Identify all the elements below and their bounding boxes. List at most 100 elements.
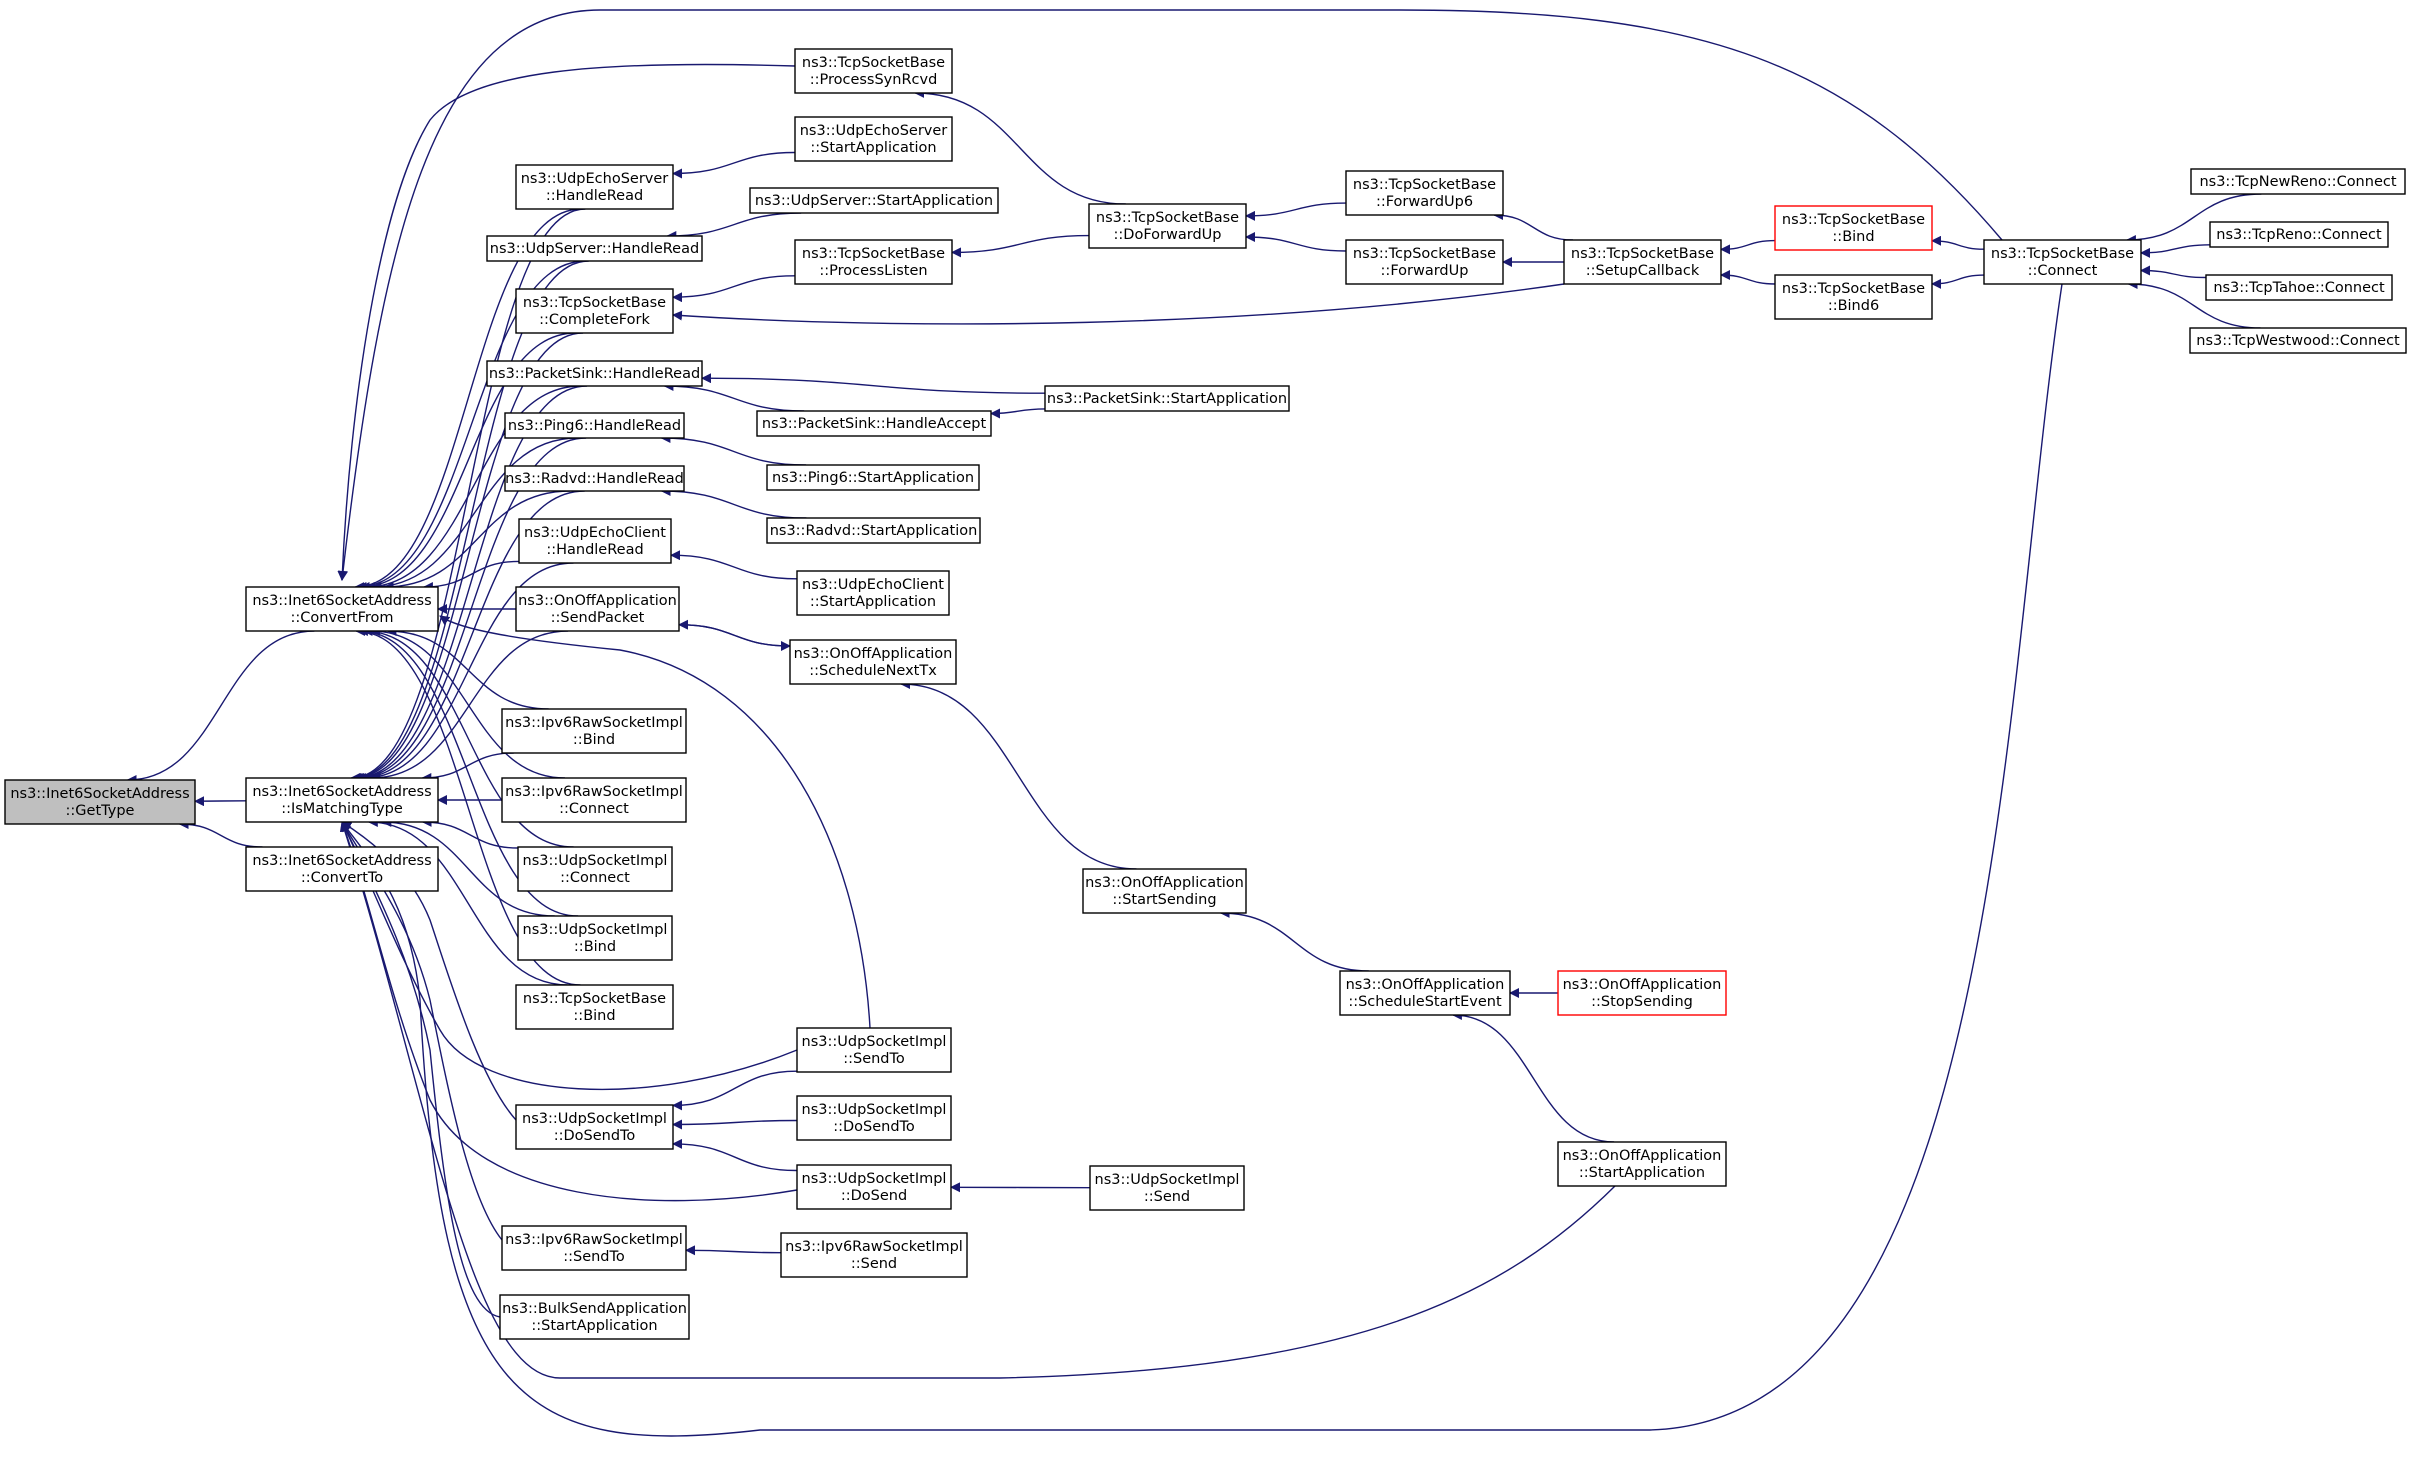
function-node-label: ns3::TcpSocketBase xyxy=(1782,212,1925,228)
function-node-label: ns3::UdpServer::StartApplication xyxy=(755,193,993,209)
function-node-label: ::ForwardUp xyxy=(1381,263,1469,279)
function-node-box xyxy=(1345,170,1504,216)
function-node-box xyxy=(794,116,953,162)
function-node-box xyxy=(749,187,999,214)
function-node-label: ::GetType xyxy=(66,803,135,819)
call-edge-path xyxy=(370,626,566,779)
function-node[interactable]: ns3::TcpSocketBase::SetupCallback xyxy=(1563,239,1722,285)
function-node[interactable]: ns3::TcpSocketBase::Bind xyxy=(515,984,674,1030)
function-node[interactable]: ns3::UdpServer::StartApplication xyxy=(749,187,999,214)
function-node-label: ::ProcessListen xyxy=(819,263,927,279)
function-node[interactable]: ns3::BulkSendApplication::StartApplicati… xyxy=(499,1294,690,1340)
function-node[interactable]: ns3::OnOffApplication::StartApplication xyxy=(1557,1141,1727,1187)
function-node[interactable]: ns3::Ipv6RawSocketImpl::SendTo xyxy=(501,1225,687,1271)
function-node-label: ::SendTo xyxy=(843,1051,905,1067)
function-node[interactable]: ns3::TcpSocketBase::ProcessSynRcvd xyxy=(794,48,953,94)
function-node[interactable]: ns3::TcpNewReno::Connect xyxy=(2190,168,2406,195)
function-node-box xyxy=(796,1095,952,1141)
function-node[interactable]: ns3::TcpSocketBase::ProcessListen xyxy=(794,239,953,285)
function-node[interactable]: ns3::OnOffApplication::SendPacket xyxy=(515,586,680,632)
function-node[interactable]: ns3::Inet6SocketAddress::IsMatchingType xyxy=(245,777,439,823)
function-node[interactable]: ns3::TcpSocketBase::CompleteFork xyxy=(515,288,674,334)
function-node-label: ns3::BulkSendApplication xyxy=(502,1301,687,1317)
function-node-label: ns3::UdpSocketImpl xyxy=(1095,1172,1240,1188)
function-node[interactable]: ns3::TcpTahoe::Connect xyxy=(2205,274,2393,301)
function-node[interactable]: ns3::PacketSink::StartApplication xyxy=(1044,385,1290,412)
function-node[interactable]: ns3::UdpEchoServer::HandleRead xyxy=(515,164,674,210)
call-edge xyxy=(355,437,587,783)
function-node[interactable]: ns3::TcpSocketBase::ForwardUp6 xyxy=(1345,170,1504,216)
function-node-box xyxy=(4,779,196,825)
function-node[interactable]: ns3::Inet6SocketAddress::GetType xyxy=(4,779,196,825)
function-node[interactable]: ns3::OnOffApplication::StartSending xyxy=(1082,868,1247,914)
function-node-box xyxy=(796,570,950,616)
function-node[interactable]: ns3::TcpReno::Connect xyxy=(2209,221,2389,248)
call-edge xyxy=(1219,908,1369,972)
function-node-box xyxy=(756,410,992,437)
call-edge xyxy=(1931,235,1985,250)
function-node[interactable]: ns3::UdpSocketImpl::DoSendTo xyxy=(796,1095,952,1141)
function-node[interactable]: ns3::TcpSocketBase::DoForwardUp xyxy=(1088,203,1247,249)
function-node-label: ns3::TcpSocketBase xyxy=(1991,246,2134,262)
call-edge xyxy=(439,615,871,1029)
call-edge-path xyxy=(367,817,568,986)
node-layer: ns3::Inet6SocketAddress::GetTypens3::Ine… xyxy=(4,48,2407,1340)
call-edge xyxy=(362,562,574,783)
function-node[interactable]: ns3::OnOffApplication::StopSending xyxy=(1557,970,1727,1016)
function-node[interactable]: ns3::Ping6::StartApplication xyxy=(766,464,980,491)
call-edge xyxy=(672,1138,798,1172)
function-node-label: ns3::Radvd::StartApplication xyxy=(770,523,978,539)
function-node[interactable]: ns3::PacketSink::HandleAccept xyxy=(756,410,992,437)
call-edge-path xyxy=(660,486,807,519)
function-node[interactable]: ns3::OnOffApplication::ScheduleStartEven… xyxy=(1339,970,1511,1016)
function-node-box xyxy=(1345,239,1504,285)
call-edge-path xyxy=(1245,202,1347,221)
function-node[interactable]: ns3::Radvd::HandleRead xyxy=(504,465,685,492)
function-node[interactable]: ns3::Ipv6RawSocketImpl::Connect xyxy=(501,777,687,823)
function-node[interactable]: ns3::UdpSocketImpl::DoSendTo xyxy=(515,1104,674,1150)
call-edge-path xyxy=(672,151,796,179)
function-node[interactable]: ns3::UdpServer::HandleRead xyxy=(486,235,703,262)
function-node-label: ::IsMatchingType xyxy=(281,801,403,817)
function-node[interactable]: ns3::UdpSocketImpl::Bind xyxy=(517,915,673,961)
function-node[interactable]: ns3::PacketSink::HandleRead xyxy=(486,360,703,387)
call-edge xyxy=(370,626,566,779)
function-node[interactable]: ns3::UdpSocketImpl::SendTo xyxy=(796,1027,952,1073)
function-node[interactable]: ns3::OnOffApplication::ScheduleNextTx xyxy=(789,639,957,685)
function-node[interactable]: ns3::TcpSocketBase::Bind xyxy=(1774,205,1933,251)
call-edge-path xyxy=(352,332,584,783)
function-node[interactable]: ns3::Ping6::HandleRead xyxy=(504,412,685,439)
function-node-label: ::ConvertFrom xyxy=(290,610,393,626)
function-node[interactable]: ns3::Inet6SocketAddress::ConvertTo xyxy=(245,846,439,892)
function-node[interactable]: ns3::UdpEchoClient::StartApplication xyxy=(796,570,950,616)
function-node[interactable]: ns3::UdpSocketImpl::Send xyxy=(1089,1165,1245,1211)
function-node[interactable]: ns3::TcpSocketBase::Connect xyxy=(1983,239,2142,285)
call-edge xyxy=(1931,274,1985,289)
call-edge xyxy=(355,626,581,986)
function-node[interactable]: ns3::Ipv6RawSocketImpl::Send xyxy=(780,1232,968,1278)
function-node[interactable]: ns3::TcpWestwood::Connect xyxy=(2189,327,2407,354)
function-node[interactable]: ns3::UdpSocketImpl::Connect xyxy=(517,846,673,892)
function-node[interactable]: ns3::Radvd::StartApplication xyxy=(766,517,981,544)
function-node[interactable]: ns3::TcpSocketBase::ForwardUp xyxy=(1345,239,1504,285)
function-node-box xyxy=(499,1294,690,1340)
function-node[interactable]: ns3::UdpEchoClient::HandleRead xyxy=(518,518,672,564)
call-edge-path xyxy=(178,819,263,848)
call-edge-path xyxy=(672,283,1565,325)
function-node[interactable]: ns3::UdpSocketImpl::DoSend xyxy=(796,1164,952,1210)
function-node-label: ns3::TcpReno::Connect xyxy=(2216,227,2382,243)
function-node[interactable]: ns3::Ipv6RawSocketImpl::Bind xyxy=(501,708,687,754)
function-node[interactable]: ns3::UdpEchoServer::StartApplication xyxy=(794,116,953,162)
call-edge-path xyxy=(990,408,1046,419)
function-node-label: ::DoSendTo xyxy=(554,1128,636,1144)
call-edge xyxy=(354,208,582,592)
call-edge-path xyxy=(362,562,574,783)
function-node-label: ::Bind xyxy=(1832,229,1874,245)
call-edge xyxy=(672,275,796,303)
call-edge-path xyxy=(354,208,582,592)
function-node-label: ns3::Ipv6RawSocketImpl xyxy=(505,715,683,731)
function-node-label: ::Bind xyxy=(574,939,616,955)
function-node[interactable]: ns3::TcpSocketBase::Bind6 xyxy=(1774,274,1933,320)
function-node-label: ns3::OnOffApplication xyxy=(518,593,677,609)
function-node[interactable]: ns3::Inet6SocketAddress::ConvertFrom xyxy=(245,586,439,632)
